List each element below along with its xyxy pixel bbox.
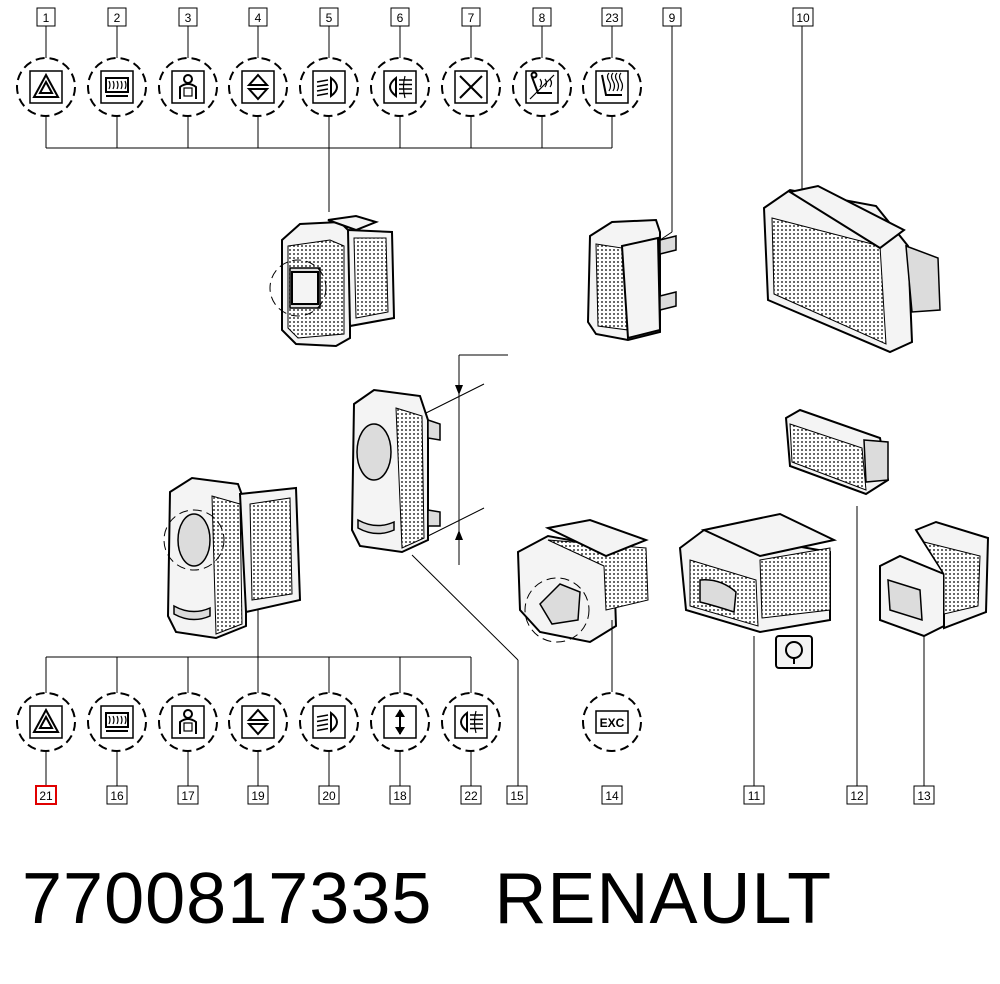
switch-part-12 bbox=[784, 408, 890, 788]
height-adjust-icon bbox=[228, 57, 288, 117]
svg-text:2: 2 bbox=[114, 11, 121, 25]
svg-text:15: 15 bbox=[510, 789, 524, 803]
svg-text:21: 21 bbox=[39, 789, 53, 803]
svg-text:20: 20 bbox=[322, 789, 336, 803]
switch-part-15 bbox=[350, 388, 519, 788]
callout-6: 6 bbox=[370, 7, 430, 148]
callout-23: 23 bbox=[582, 7, 642, 148]
svg-text:10: 10 bbox=[796, 11, 810, 25]
callout-19: 19 bbox=[228, 657, 288, 805]
svg-text:16: 16 bbox=[110, 789, 124, 803]
svg-text:22: 22 bbox=[464, 789, 478, 803]
headlight-icon bbox=[299, 692, 359, 752]
switch-part-13 bbox=[879, 520, 990, 788]
callout-7: 7 bbox=[441, 7, 501, 148]
callout-21: 21 bbox=[16, 657, 76, 805]
callout-4: 4 bbox=[228, 7, 288, 148]
callout-2: 2 bbox=[87, 7, 147, 148]
rear-defrost-icon bbox=[87, 57, 147, 117]
callout-10: 10 bbox=[792, 7, 814, 27]
callout-11: 11 bbox=[743, 785, 765, 805]
switch-part-9 bbox=[586, 26, 677, 342]
callout-15: 15 bbox=[506, 785, 528, 805]
callout-1: 1 bbox=[16, 7, 76, 148]
svg-text:23: 23 bbox=[605, 11, 619, 25]
switch-part-5 bbox=[269, 148, 396, 348]
callout-18: 18 bbox=[370, 657, 430, 805]
height-adjust-icon bbox=[228, 692, 288, 752]
callout-22: 22 bbox=[441, 657, 501, 805]
updown-arrow-icon bbox=[370, 692, 430, 752]
child-lock-icon bbox=[158, 692, 218, 752]
switch-part-11 bbox=[678, 512, 838, 788]
fog-light-icon bbox=[441, 692, 501, 752]
svg-text:18: 18 bbox=[393, 789, 407, 803]
svg-text:6: 6 bbox=[397, 11, 404, 25]
brand-name: RENAULT bbox=[494, 859, 833, 939]
part-number: 7700817335 bbox=[22, 859, 433, 939]
hazard-icon bbox=[16, 57, 76, 117]
callout-17: 17 bbox=[158, 657, 218, 805]
svg-text:19: 19 bbox=[251, 789, 265, 803]
bottom-callout-row: 21 16 17 19 20 18 22 bbox=[16, 656, 501, 805]
callout-12: 12 bbox=[846, 785, 868, 805]
footer: 7700817335 RENAULT bbox=[22, 858, 832, 940]
svg-text:9: 9 bbox=[669, 11, 676, 25]
callout-13: 13 bbox=[913, 785, 935, 805]
switch-part-10 bbox=[762, 26, 941, 354]
callout-9: 9 bbox=[662, 7, 682, 27]
seat-heat-icon bbox=[582, 57, 642, 117]
callout-5: 5 bbox=[299, 7, 359, 148]
svg-text:EXC: EXC bbox=[600, 716, 625, 730]
cross-icon bbox=[441, 57, 501, 117]
svg-text:12: 12 bbox=[850, 789, 864, 803]
headlight-icon bbox=[299, 57, 359, 117]
axis-x bbox=[419, 354, 508, 565]
callout-14: 14 bbox=[601, 785, 623, 805]
svg-text:8: 8 bbox=[539, 11, 546, 25]
svg-text:17: 17 bbox=[181, 789, 195, 803]
rear-defrost-icon bbox=[87, 692, 147, 752]
svg-text:13: 13 bbox=[917, 789, 931, 803]
svg-text:14: 14 bbox=[605, 789, 619, 803]
exc-icon: EXC bbox=[582, 692, 642, 752]
seat-heat-passenger-icon bbox=[512, 57, 572, 117]
callout-20: 20 bbox=[299, 657, 359, 805]
part-callouts: 9 10 15 14 11 12 13 EXC bbox=[506, 7, 935, 805]
svg-text:7: 7 bbox=[468, 11, 475, 25]
callout-16: 16 bbox=[87, 657, 147, 805]
svg-text:5: 5 bbox=[326, 11, 333, 25]
svg-text:11: 11 bbox=[748, 789, 761, 803]
callout-3: 3 bbox=[158, 7, 218, 148]
svg-text:1: 1 bbox=[43, 11, 50, 25]
switch-part-14 bbox=[516, 518, 649, 692]
switch-bottom-group bbox=[163, 476, 302, 657]
hazard-icon bbox=[16, 692, 76, 752]
fog-light-icon bbox=[370, 57, 430, 117]
child-lock-icon bbox=[158, 57, 218, 117]
svg-text:4: 4 bbox=[255, 11, 262, 25]
svg-text:3: 3 bbox=[185, 11, 192, 25]
callout-8: 8 bbox=[512, 7, 572, 148]
